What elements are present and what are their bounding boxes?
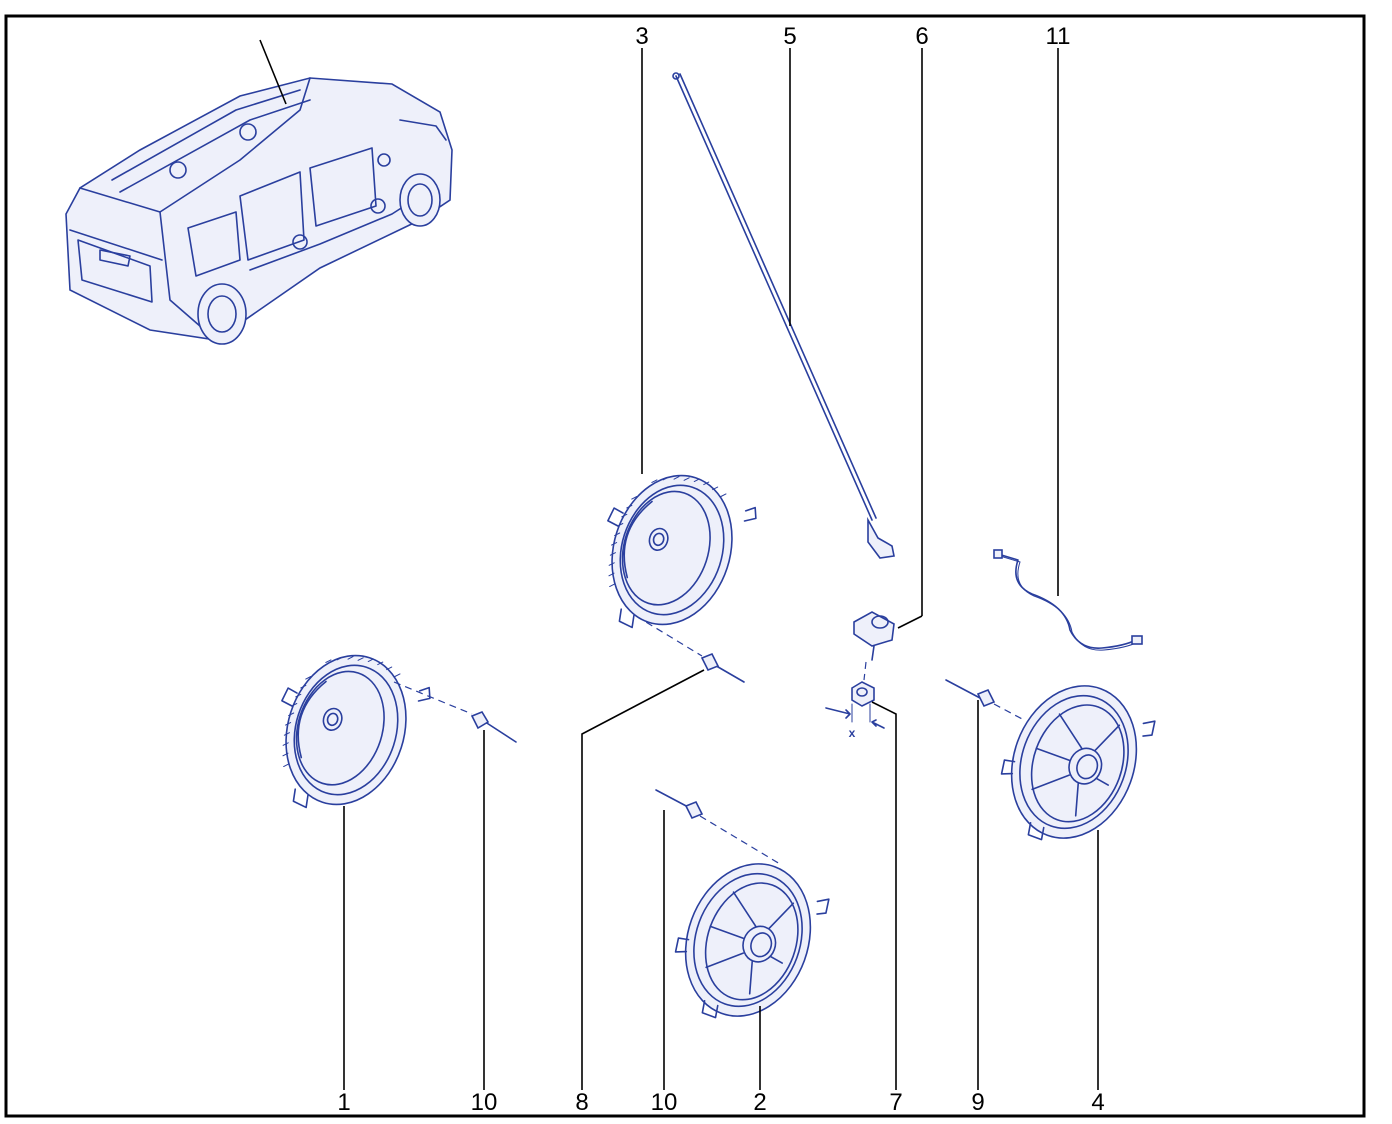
callout-7: 7 (889, 1089, 902, 1116)
callout-6: 6 (915, 23, 928, 50)
callout-4: 4 (1091, 1089, 1104, 1116)
speaker-part-1 (252, 635, 437, 835)
callout-2: 2 (753, 1089, 766, 1116)
callout-labels: 3 5 6 11 1 10 8 10 2 7 9 4 (337, 23, 1104, 1116)
speaker-part-4 (982, 665, 1162, 864)
dimension-x-label: x (849, 726, 856, 740)
drawing-frame (4, 14, 1366, 1118)
callout-1: 1 (337, 1089, 350, 1116)
cable-part-11 (993, 549, 1143, 651)
callout-9: 9 (971, 1089, 984, 1116)
callout-11: 11 (1046, 23, 1071, 50)
screw-part-8 (635, 615, 745, 683)
speaker-part-2 (656, 843, 836, 1042)
leader-lines (343, 48, 1099, 1090)
callout-5: 5 (783, 23, 796, 50)
screw-part-9 (945, 679, 1025, 721)
screw-part-10-left (393, 681, 517, 743)
callout-3: 3 (635, 23, 648, 50)
callout-10-left: 10 (471, 1089, 498, 1116)
vehicle-overview (65, 39, 453, 345)
speaker-part-3 (578, 455, 763, 655)
antenna-base-part-6 (853, 611, 895, 661)
callout-10-bottom: 10 (651, 1089, 678, 1116)
nut-part-7: x (825, 661, 885, 740)
screw-part-10-bottom (655, 789, 781, 865)
antenna-mast-part-5 (672, 72, 895, 559)
callout-8: 8 (575, 1089, 588, 1116)
